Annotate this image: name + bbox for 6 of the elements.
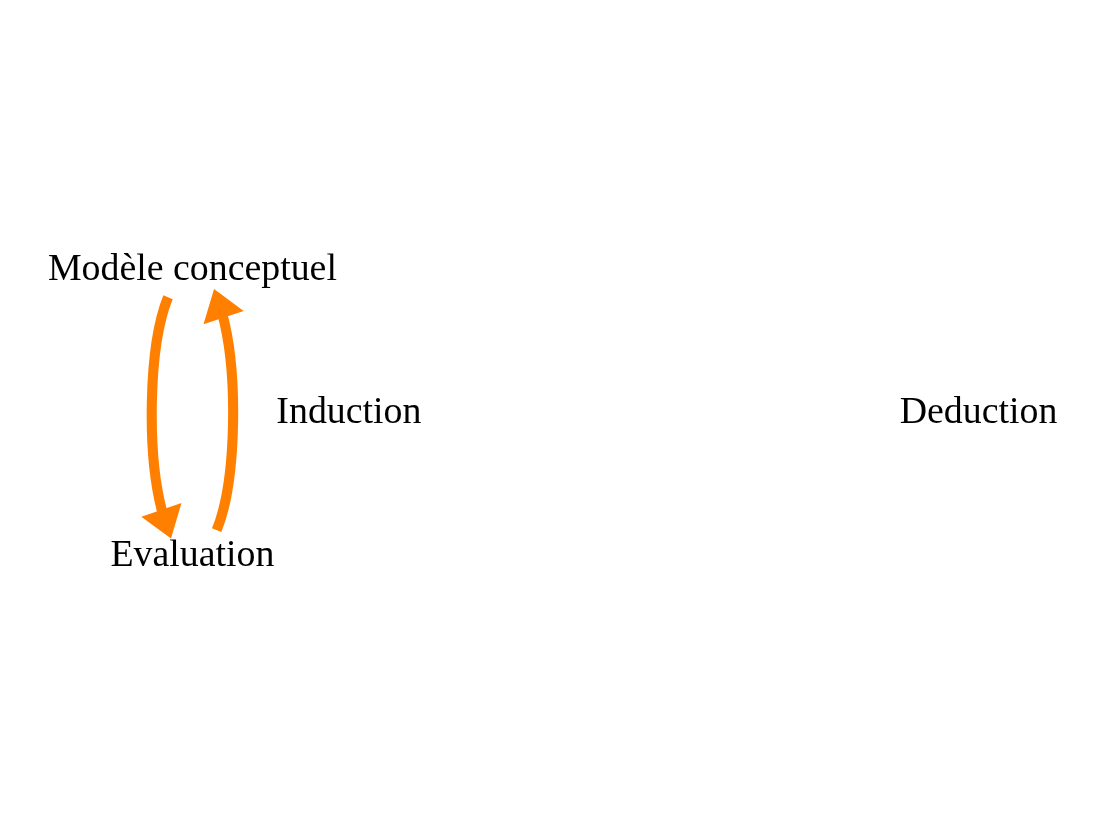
label: Deduction [899,388,1058,431]
label: Induction [276,388,422,431]
arrow [203,288,244,532]
node-text: Modèle conceptuel [47,246,337,289]
node-text: Evaluation [110,531,275,574]
arrow [141,295,182,539]
